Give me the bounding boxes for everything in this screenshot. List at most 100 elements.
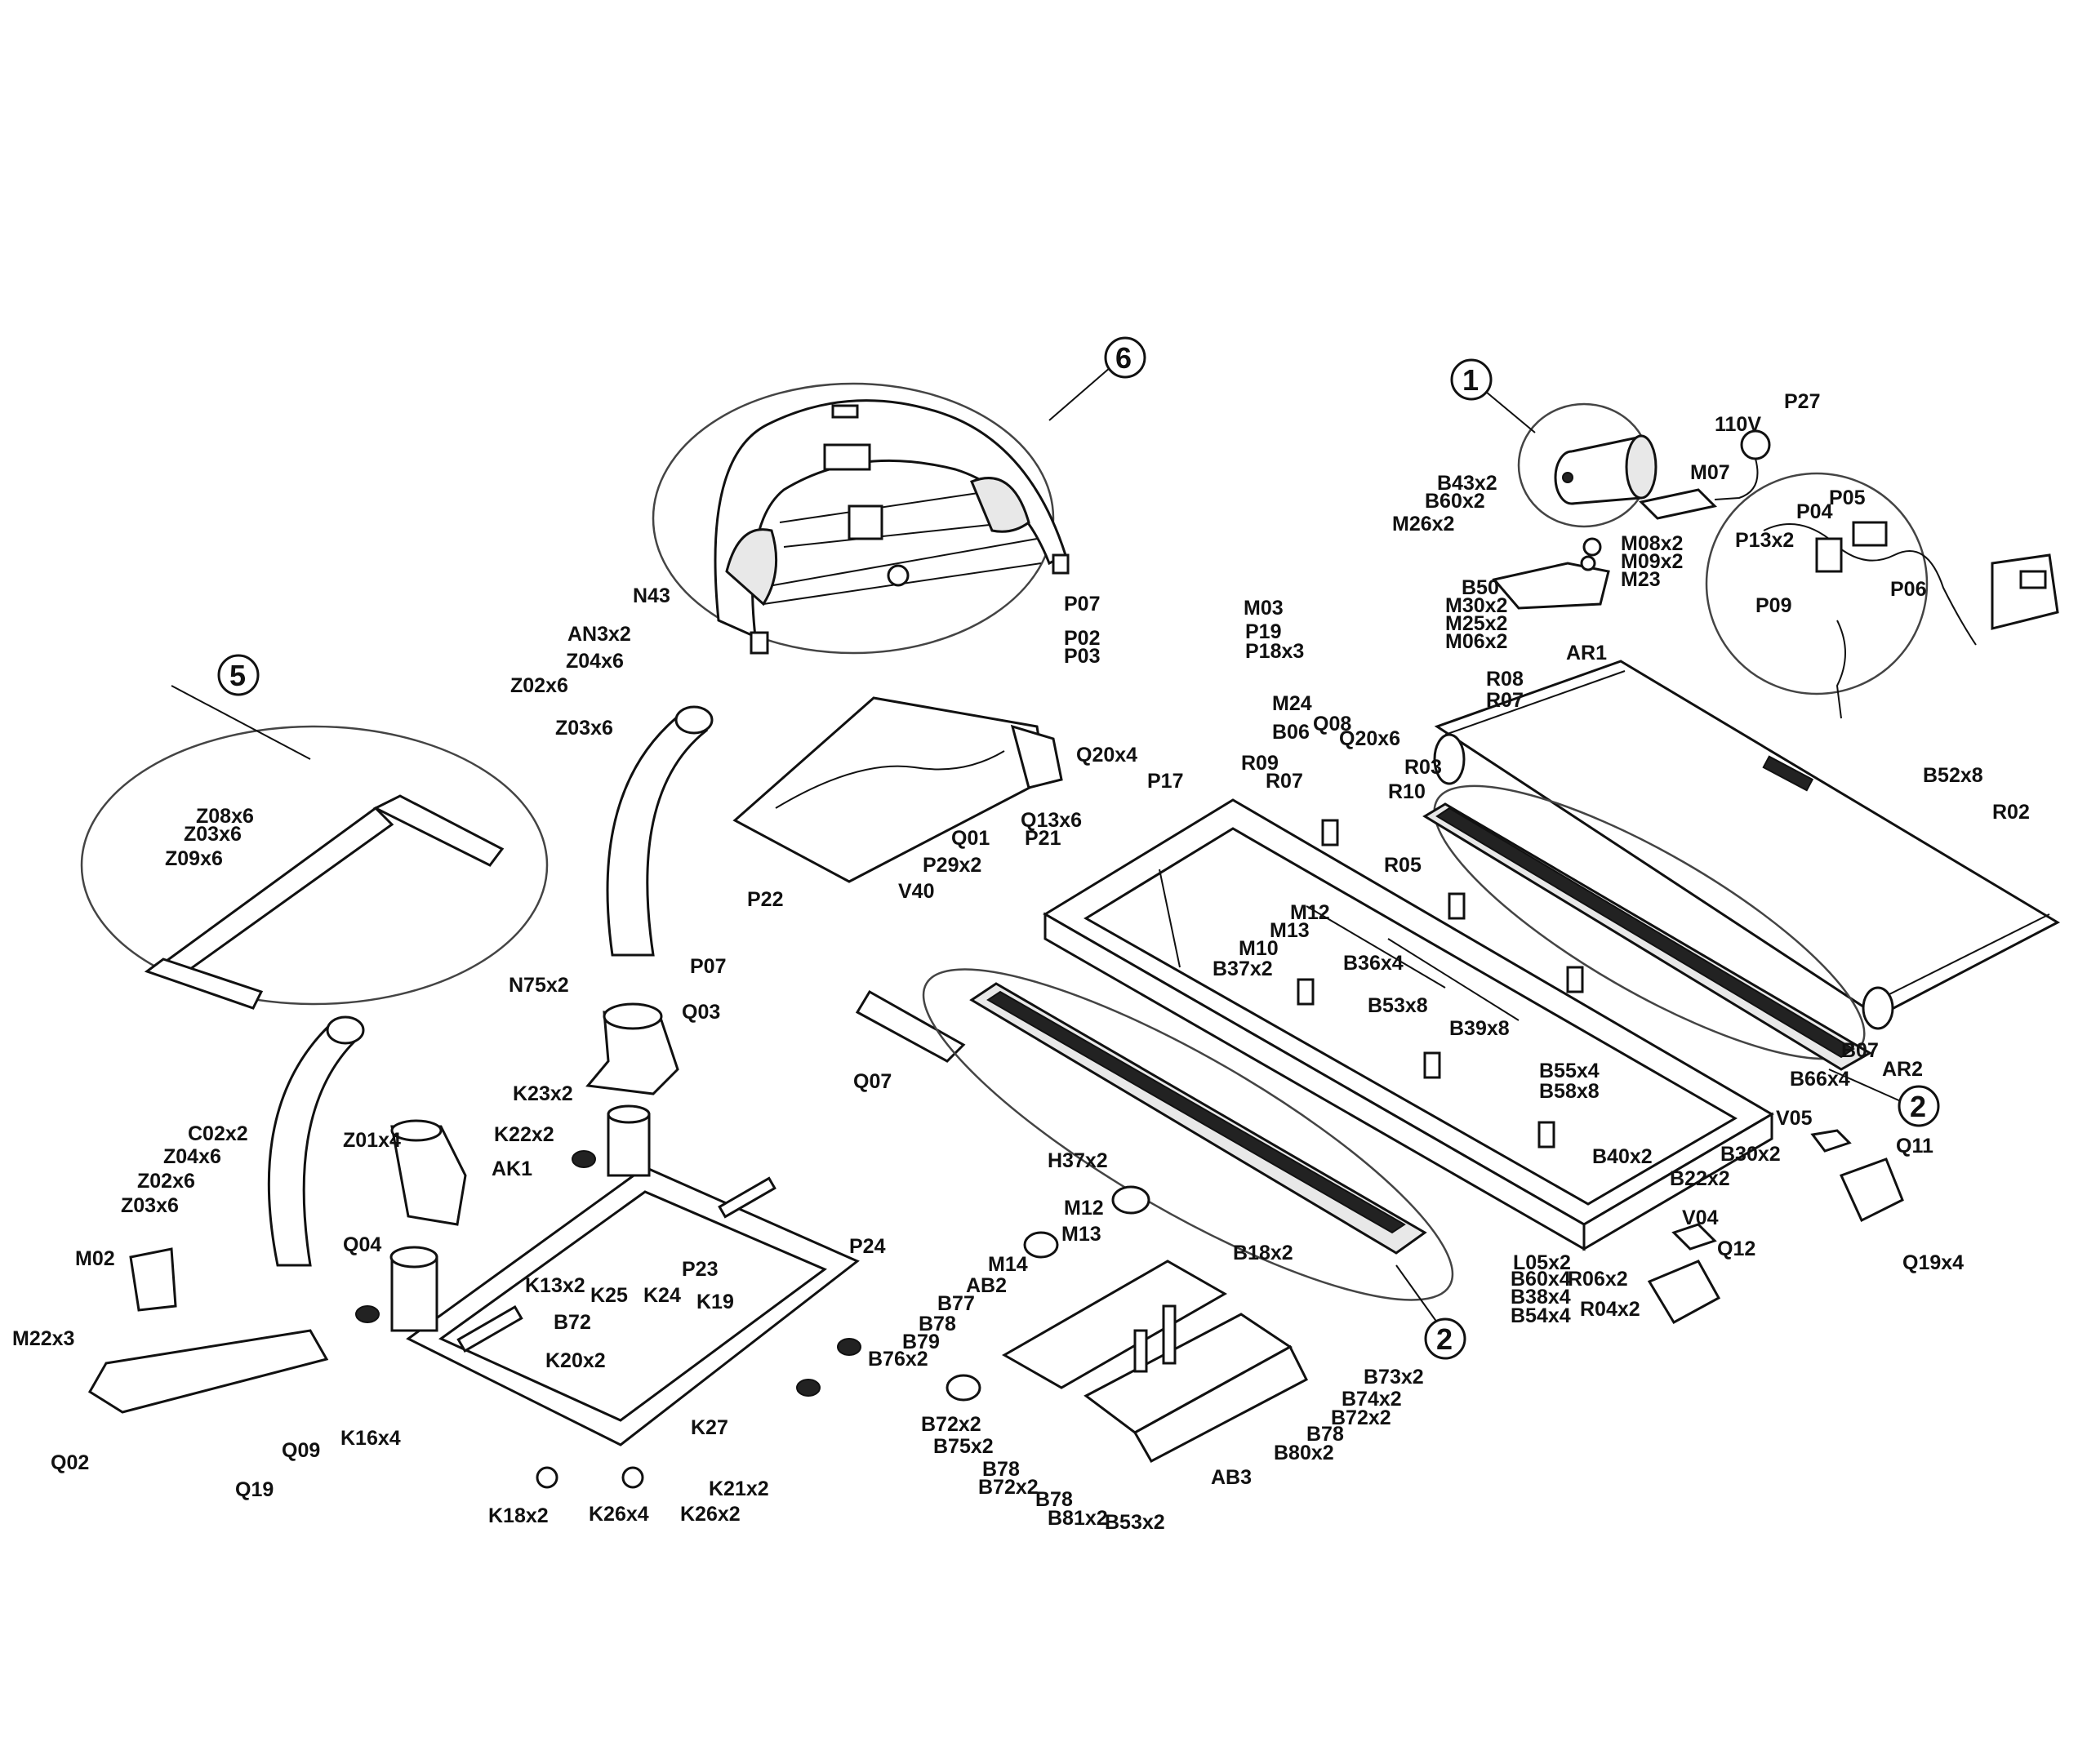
part-label-b39: B39x8 [1449,1017,1510,1040]
part-label-k22: K22x2 [494,1123,554,1146]
power-component-p04 [1815,537,1843,573]
part-label-m30: M30x2 [1445,594,1507,617]
part-label-m13a: M13 [1270,919,1310,942]
running-belt-r02 [1434,660,2061,1018]
part-label-p19: P19 [1245,620,1281,643]
part-label-b38: B38x4 [1511,1286,1571,1309]
part-label-q09: Q09 [282,1439,320,1462]
part-label-z02b: Z02x6 [137,1170,195,1193]
end-cap-q11 [1839,1157,1904,1223]
part-label-ar1: AR1 [1566,642,1607,664]
part-label-an3: AN3x2 [567,623,631,646]
part-label-b52: B52x8 [1923,764,1983,787]
wheel-h37 [1111,1185,1150,1215]
part-label-b72a: B72 [554,1311,591,1334]
part-label-ar2: AR2 [1882,1058,1923,1081]
part-label-b40: B40x2 [1592,1145,1653,1168]
base-frame-ak1 [355,1104,861,1489]
part-label-b72d: B72x2 [1331,1406,1391,1429]
part-label-m12a: M12 [1290,901,1330,924]
part-label-p18: P18x3 [1245,640,1304,663]
part-label-r05: R05 [1384,854,1422,877]
guard-v05 [1810,1129,1852,1153]
part-label-b53b: B53x2 [1105,1511,1165,1534]
part-label-k26b: K26x2 [680,1503,741,1526]
side-rail-right [1422,784,1872,1071]
part-label-q13: Q13x6 [1021,809,1082,832]
part-label-m06: M06x2 [1445,630,1507,653]
part-label-r03: R03 [1404,756,1442,779]
part-label-b43: B43x2 [1437,472,1497,495]
part-label-m02: M02 [75,1247,115,1270]
part-label-q20a: Q20x6 [1339,727,1400,750]
part-label-z09: Z09x6 [165,847,223,870]
part-label-b78c: B78 [1035,1488,1073,1511]
power-component-p05 [1852,521,1888,547]
power-electrical-group [1705,429,2059,719]
part-label-z08: Z08x6 [196,805,254,828]
main-frame [1043,798,1774,1251]
part-label-z03c: Z03x6 [121,1194,179,1217]
part-label-k18: K18x2 [488,1504,549,1527]
part-label-m14: M14 [988,1253,1028,1276]
part-label-k25: K25 [590,1284,628,1307]
part-label-m25: M25x2 [1445,612,1507,635]
part-label-k26a: K26x4 [589,1503,649,1526]
part-label-p07a: P07 [1064,593,1100,615]
part-label-v110: 110V [1715,413,1761,436]
console-group-oval [652,382,1055,655]
part-label-b79: B79 [902,1331,940,1353]
part-label-m03: M03 [1244,597,1284,620]
part-label-p13: P13x2 [1735,529,1794,552]
part-label-p04: P04 [1796,500,1833,523]
motor-controller-m02 [129,1247,177,1312]
rear-roller [1862,986,1894,1030]
power-group-circle [1705,472,1929,695]
motor-assembly [1517,402,1658,528]
part-label-q01: Q01 [951,827,990,850]
part-label-b81: B81x2 [1048,1507,1108,1530]
callout-3-number: 2 [1910,1090,1926,1123]
console-assembly [652,382,1070,655]
part-label-n43: N43 [633,584,670,607]
part-label-v04: V04 [1682,1206,1719,1229]
part-label-b58: B58x8 [1539,1080,1600,1103]
part-label-k27: K27 [691,1416,728,1439]
part-label-p03: P03 [1064,645,1100,668]
part-label-m10: M10 [1239,937,1279,960]
part-label-b36: B36x4 [1343,952,1404,975]
part-label-z03b: Z03x6 [184,823,242,846]
callout-3 [1898,1085,1940,1127]
part-label-m08a: M08x2 [1621,532,1683,555]
part-label-p09: P09 [1755,594,1791,617]
part-label-b76: B76x2 [868,1348,928,1371]
part-label-m07: M07 [1690,461,1730,484]
part-label-b18: B18x2 [1233,1242,1293,1264]
part-label-q19a: Q19x4 [1902,1251,1964,1274]
part-label-b60a: B60x2 [1425,490,1485,513]
part-label-m23: M23 [1621,568,1661,591]
part-label-r09: R09 [1241,752,1279,775]
callout-2 [1424,1317,1466,1360]
part-label-b30: B30x2 [1720,1143,1781,1166]
part-label-q08: Q08 [1313,713,1351,735]
part-label-p05: P05 [1829,487,1866,509]
incline-frame [946,1185,1308,1464]
part-label-k21: K21x2 [709,1477,769,1500]
part-label-b55: B55x4 [1539,1060,1600,1082]
part-label-n75: N75x2 [509,974,569,997]
part-label-p22: P22 [747,888,783,911]
part-label-ak1: AK1 [492,1157,532,1180]
part-label-b75: B75x2 [933,1435,994,1458]
part-label-m24: M24 [1272,692,1312,715]
part-label-r07a: R07 [1486,689,1524,712]
part-label-b80: B80x2 [1274,1442,1334,1464]
part-label-h37: H37x2 [1048,1149,1108,1172]
callout-1 [1450,358,1493,401]
part-label-m13b: M13 [1061,1223,1101,1246]
part-label-z03a: Z03x6 [555,717,613,740]
part-label-b74: B74x2 [1342,1388,1402,1411]
part-label-b22: B22x2 [1670,1167,1730,1190]
callout-5-number: 5 [229,659,246,692]
